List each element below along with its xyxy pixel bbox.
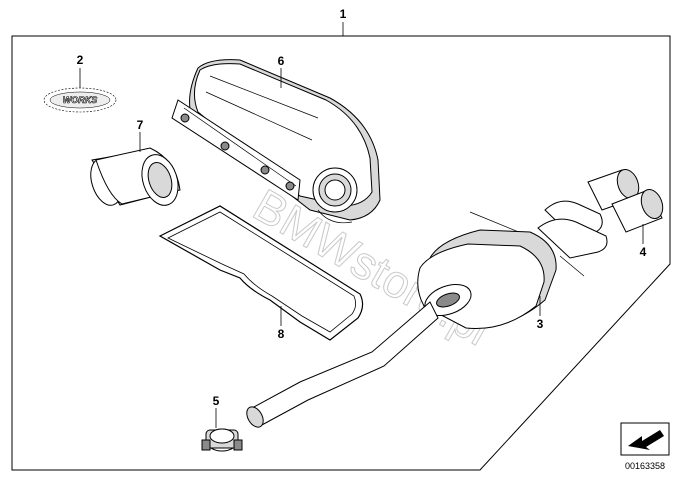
- callout-8: 8: [278, 327, 285, 341]
- air-filter-part: [90, 147, 181, 206]
- callout-2: 2: [77, 53, 84, 67]
- callout-7: 7: [137, 118, 144, 132]
- reference-number: 00163358: [625, 461, 665, 471]
- pipe-clamp-part: [201, 428, 243, 452]
- callout-4: 4: [640, 245, 647, 259]
- intake-manifold-part: [171, 59, 381, 224]
- callout-6: 6: [278, 54, 285, 68]
- works-logo-text: WORKS: [63, 95, 98, 105]
- callout-5: 5: [213, 394, 220, 408]
- assembly-frame: [11, 35, 671, 471]
- rear-muffler-part: [246, 200, 608, 428]
- gasket-part: [158, 205, 364, 341]
- tailpipe-trims-part: [587, 168, 664, 233]
- arrow-icon[interactable]: [620, 422, 670, 456]
- callout-1: 1: [340, 7, 347, 21]
- works-logo-icon: WORKS: [43, 87, 117, 113]
- callout-3: 3: [537, 317, 544, 331]
